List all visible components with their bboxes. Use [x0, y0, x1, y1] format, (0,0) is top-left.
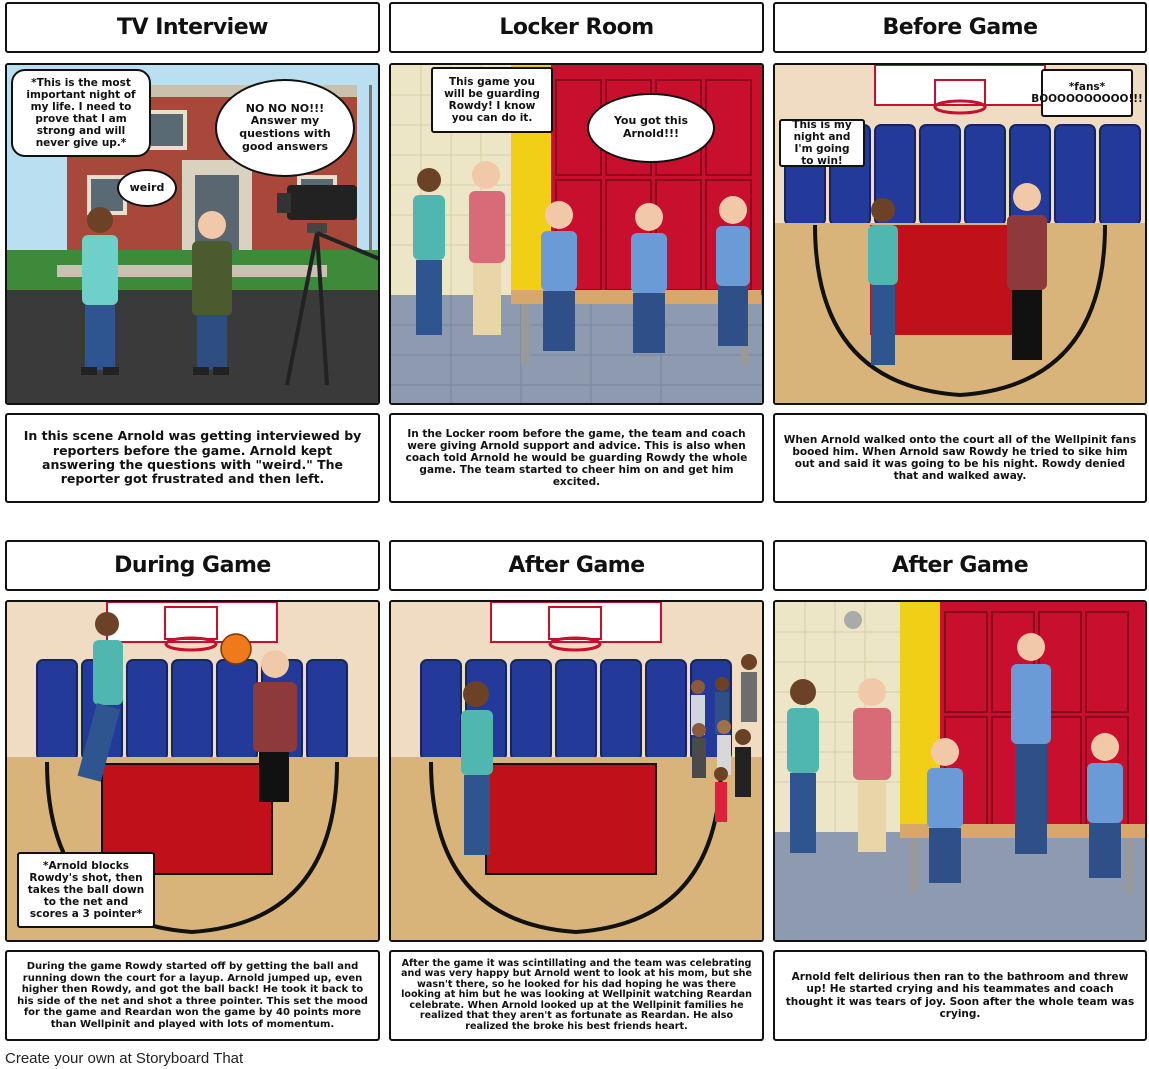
wall-fan-icon — [844, 611, 862, 629]
arnold-figure — [461, 681, 493, 855]
panel-5-scene — [389, 600, 764, 942]
panel-6-title: After Game — [773, 540, 1147, 591]
speech-bubble-coach: This game you will be guarding Rowdy! I … — [431, 67, 553, 133]
panel-2-scene: This game you will be guarding Rowdy! I … — [389, 63, 764, 405]
rowdy-figure — [253, 650, 297, 802]
reporter-figure — [192, 211, 232, 375]
panel-6-description: Arnold felt delirious then ran to the ba… — [773, 950, 1147, 1041]
teammates-figures — [927, 633, 1123, 828]
panel-6-scene — [773, 600, 1147, 942]
speech-bubble-fans: *fans* BOOOOOOOOOO!!! — [1031, 69, 1143, 117]
caption-box-play: *Arnold blocks Rowdy's shot, then takes … — [17, 852, 155, 928]
panel-4-title: During Game — [5, 540, 380, 591]
speech-bubble-arnold-thought: *This is the most important night of my … — [11, 69, 151, 157]
speech-bubble-weird: weird — [117, 169, 177, 207]
speech-bubble-teammates: You got this Arnold!!! — [587, 93, 715, 163]
arnold-figure — [77, 612, 123, 782]
locker-room-illustration — [391, 65, 762, 403]
before-game-illustration — [775, 65, 1145, 403]
wellpinit-families-figures — [691, 654, 757, 822]
panel-5-description: After the game it was scintillating and … — [389, 950, 764, 1041]
camera-icon — [277, 185, 378, 386]
arnold-figure — [413, 168, 445, 335]
panel-2-description: In the Locker room before the game, the … — [389, 413, 764, 503]
panel-5-title: After Game — [389, 540, 764, 591]
panel-3-description: When Arnold walked onto the court all of… — [773, 413, 1147, 503]
teammates-figures — [541, 196, 750, 293]
arnold-figure — [868, 198, 898, 365]
speech-bubble-arnold: This is my night and I'm going to win! — [779, 119, 865, 167]
after-game-court-illustration — [391, 602, 762, 940]
footer-credit[interactable]: Create your own at Storyboard That — [5, 1050, 244, 1067]
basketball-icon — [220, 633, 252, 665]
speech-bubble-reporter: NO NO NO!!! Answer my questions with goo… — [215, 79, 355, 177]
panel-4-scene: *Arnold blocks Rowdy's shot, then takes … — [5, 600, 380, 942]
rowdy-figure — [1007, 183, 1047, 360]
panel-2-title: Locker Room — [389, 2, 764, 53]
panel-4-description: During the game Rowdy started off by get… — [5, 950, 380, 1041]
panel-1-title: TV Interview — [5, 2, 380, 53]
coach-figure — [853, 678, 891, 852]
arnold-figure — [81, 207, 119, 375]
panel-3-scene: This is my night and I'm going to win! *… — [773, 63, 1147, 405]
panel-1-description: In this scene Arnold was getting intervi… — [5, 413, 380, 503]
arnold-figure — [787, 679, 819, 853]
coach-figure — [469, 161, 505, 335]
after-game-locker-illustration — [775, 602, 1145, 940]
panel-3-title: Before Game — [773, 2, 1147, 53]
panel-1-scene: *This is the most important night of my … — [5, 63, 380, 405]
